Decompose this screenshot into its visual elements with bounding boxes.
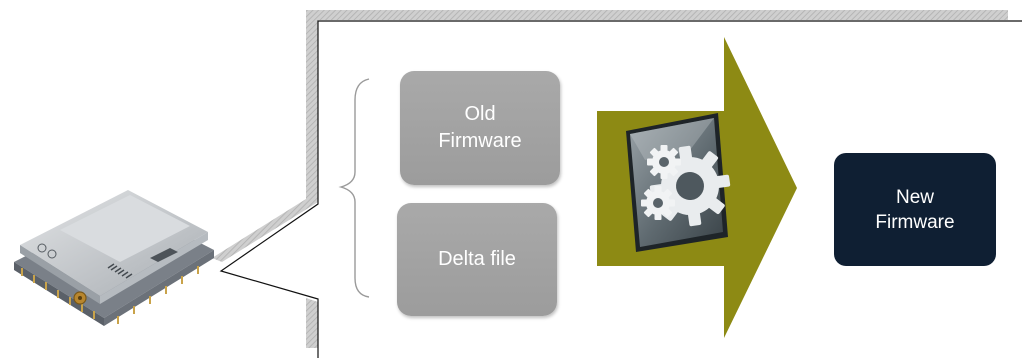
delta-file-box: Delta file bbox=[397, 203, 557, 316]
new-firmware-box: New Firmware bbox=[834, 153, 996, 266]
gears-icon bbox=[626, 113, 731, 252]
callout-outline bbox=[219, 20, 1022, 358]
left-curly-brace-icon bbox=[338, 78, 370, 298]
old-firmware-box: Old Firmware bbox=[400, 71, 560, 185]
callout-shadow bbox=[212, 10, 1008, 348]
firmware-module-device-icon bbox=[14, 190, 214, 326]
